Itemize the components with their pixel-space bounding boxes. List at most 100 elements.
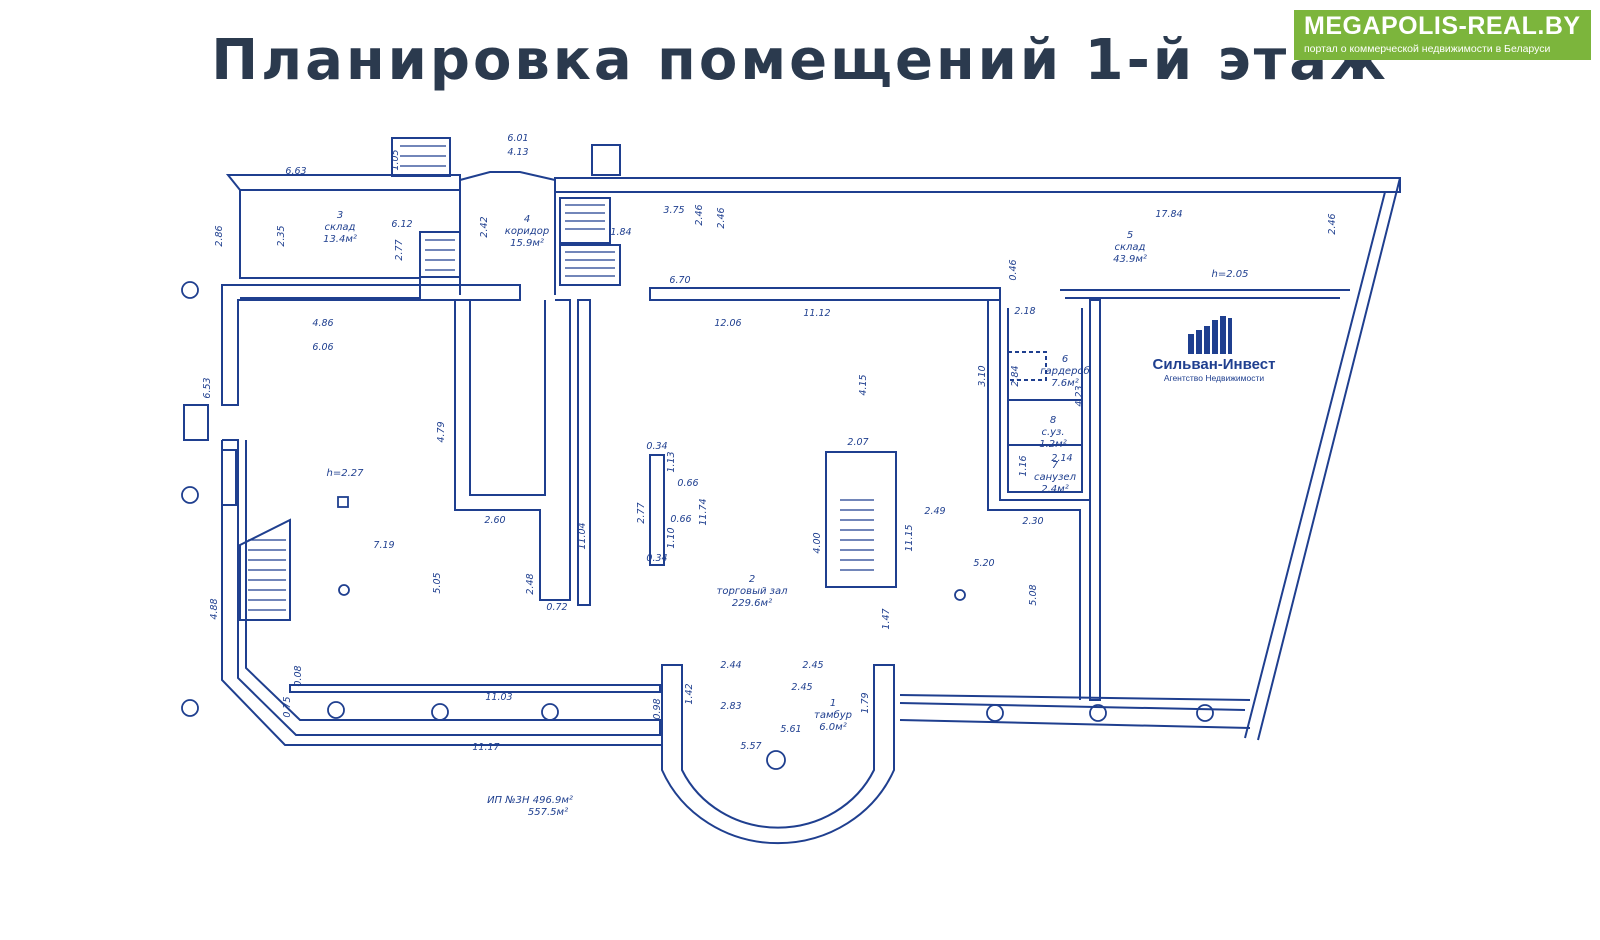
right-inner-wall (987, 300, 1081, 700)
dimension: 5.05 (432, 572, 443, 593)
room-8-number: 8 (1050, 415, 1056, 426)
room-4-number: 4 (524, 214, 530, 225)
dimension: 6.63 (285, 166, 306, 177)
outer-wall-right (1244, 177, 1401, 741)
wardrobe-box (1007, 351, 1047, 381)
room-6-area: 7.6м² (1051, 378, 1078, 389)
dimension: 4.13 (507, 147, 528, 158)
dimension: 2.46 (694, 204, 705, 225)
dimension: 0.46 (1008, 259, 1019, 280)
pillar (649, 454, 665, 566)
dimension: 11.12 (803, 308, 830, 319)
room-3-name: склад (325, 222, 356, 233)
dimension: 1.10 (666, 527, 677, 548)
room-1-name: тамбур (814, 709, 852, 721)
room-2-name: торговый зал (717, 586, 789, 597)
dimension: 0.75 (282, 696, 293, 717)
inner-divider (440, 299, 571, 601)
dimension: 0.98 (652, 698, 663, 719)
hall-left-outline (221, 284, 521, 406)
staircase-left (239, 518, 291, 621)
site-name: MEGAPOLIS-REAL.BY (1304, 12, 1581, 40)
page-title: Планировка помещений 1-й этаж (211, 28, 1389, 93)
dimension: 2.46 (716, 207, 727, 228)
west-wall-lower (221, 440, 662, 746)
dimension: 2.14 (1051, 453, 1072, 464)
site-badge[interactable]: MEGAPOLIS-REAL.BY портал о коммерческой … (1294, 10, 1591, 60)
room-3-number: 3 (337, 210, 343, 221)
dimension: 0.66 (670, 514, 691, 525)
dimension: 0.34 (646, 553, 667, 564)
agency-logo-name: Сильван-Инвест (1153, 356, 1276, 373)
dimension: 2.77 (636, 502, 647, 523)
hall-top-wall (649, 287, 1001, 301)
room-5-name: склад (1115, 242, 1146, 253)
dimension: 4.15 (858, 374, 869, 395)
dimension: 1.84 (610, 227, 631, 238)
room-5-area: 43.9м² (1113, 254, 1147, 265)
dimension: 5.57 (740, 741, 761, 752)
dimension: 4.86 (312, 318, 333, 329)
dimension: 2.18 (1014, 306, 1035, 317)
room-7-number: 7 (1052, 460, 1059, 471)
door-west-2 (221, 449, 237, 506)
dimension: 4.00 (812, 532, 823, 553)
dimension: 6.70 (669, 275, 690, 286)
room-5-number: 5 (1127, 230, 1133, 241)
dimension: 2.45 (802, 660, 823, 671)
dimension: 1.42 (684, 683, 695, 704)
stairs-mid-2 (559, 244, 621, 286)
stairs-top-right (591, 144, 621, 176)
dimension: 2.35 (276, 225, 287, 246)
staircase-center (825, 451, 897, 588)
dimension: 2.83 (720, 701, 741, 712)
dimension: 2.07 (847, 437, 868, 448)
columns (181, 281, 1214, 770)
right-hall-wall (1089, 299, 1101, 701)
dimension: 2.60 (484, 515, 505, 526)
dimension: 11.03 (485, 692, 512, 703)
dimension: 11.74 (698, 498, 709, 525)
dimension: 5.61 (780, 724, 801, 735)
dimension: 2.77 (394, 239, 405, 260)
dimension: 0.34 (646, 441, 667, 452)
pillar (577, 299, 591, 606)
dimension: 2.84 (1010, 365, 1021, 386)
room-6-name: гардероб (1040, 365, 1089, 377)
dimension: 4.23 (1074, 385, 1085, 406)
dimension: 1.16 (1018, 455, 1029, 476)
hall-left-wall (222, 439, 661, 736)
dimension: 12.06 (714, 318, 741, 329)
room-8-area: 1.2м² (1039, 439, 1066, 450)
total-area-1: ИП №3Н 496.9м² (487, 795, 573, 806)
dimension: 2.45 (791, 682, 812, 693)
room-7-area: 2.4м² (1041, 484, 1068, 495)
dimension: 1.47 (881, 608, 892, 629)
dimension: 6.06 (312, 342, 333, 353)
front-wall-right-2 (899, 719, 1251, 729)
hall-top-wall-right (1060, 289, 1350, 299)
ceiling-height-left: h=2.27 (327, 468, 365, 479)
room-7-name: санузел (1034, 472, 1077, 483)
stairs-mid (559, 197, 611, 244)
dimension: 2.46 (1327, 213, 1338, 234)
room-1-number: 1 (830, 698, 836, 709)
door-west (183, 404, 209, 441)
dimension: 2.42 (479, 216, 490, 237)
outer-wall-top-left (225, 174, 461, 191)
dimension: 6.01 (507, 133, 528, 144)
front-wall (289, 684, 661, 693)
dimension: 6.53 (202, 377, 213, 398)
ceiling-height-right: h=2.05 (1212, 269, 1249, 280)
dimension: 11.15 (904, 524, 915, 551)
room-4-area: 15.9м² (510, 238, 544, 249)
room-1-area: 6.0м² (819, 722, 846, 733)
dimension: 5.20 (973, 558, 994, 569)
dimension: 3.10 (977, 365, 988, 386)
dimension: 1.13 (666, 451, 677, 472)
room-3-area: 13.4м² (323, 234, 357, 245)
dimension: 4.79 (436, 421, 447, 442)
room-4-name: коридор (505, 226, 549, 237)
site-tagline: портал о коммерческой недвижимости в Бел… (1304, 43, 1551, 55)
